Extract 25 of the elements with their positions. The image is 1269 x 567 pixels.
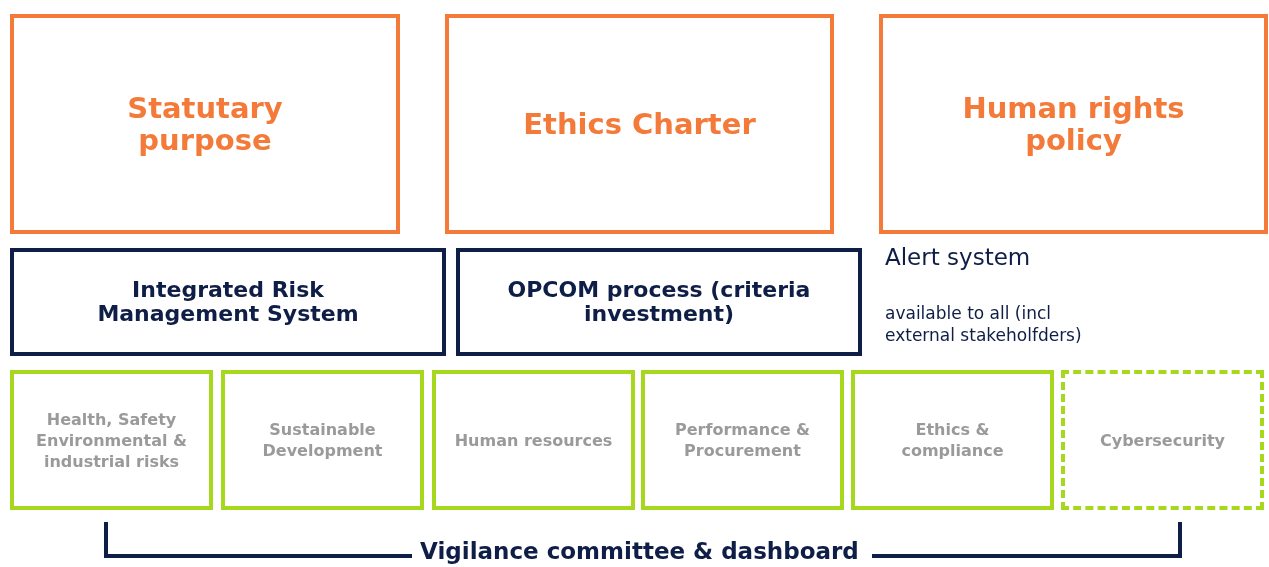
area-box bbox=[432, 370, 635, 510]
alert-note: available to all (incl external stakeholfders) bbox=[885, 302, 1083, 346]
system-box bbox=[456, 248, 862, 356]
policy-box bbox=[10, 14, 400, 234]
area-box bbox=[221, 370, 424, 510]
box-label: Performance & Procurement bbox=[674, 419, 811, 461]
alert-heading: Alert system bbox=[885, 244, 1031, 270]
box-label: Human rights policy bbox=[961, 92, 1186, 156]
box-label: Integrated Risk Management System bbox=[96, 278, 360, 326]
box-label: Cybersecurity bbox=[1099, 429, 1226, 451]
box-label: Health, Safety Environmental & industrial risks bbox=[35, 408, 188, 472]
box-label: Sustainable Development bbox=[261, 419, 384, 461]
box-label: Ethics & compliance bbox=[900, 419, 1005, 461]
box-label: Ethics Charter bbox=[523, 108, 756, 140]
area-box bbox=[10, 370, 213, 510]
box-label: Human resources bbox=[454, 429, 613, 451]
policy-box bbox=[879, 14, 1268, 234]
area-box bbox=[1061, 370, 1264, 510]
area-box bbox=[641, 370, 844, 510]
area-box bbox=[851, 370, 1054, 510]
system-box bbox=[10, 248, 446, 356]
box-label: OPCOM process (criteria investment) bbox=[506, 278, 812, 326]
box-label: Statutary purpose bbox=[126, 92, 284, 156]
policy-box bbox=[445, 14, 834, 234]
bracket-label: Vigilance committee & dashboard bbox=[420, 538, 859, 564]
